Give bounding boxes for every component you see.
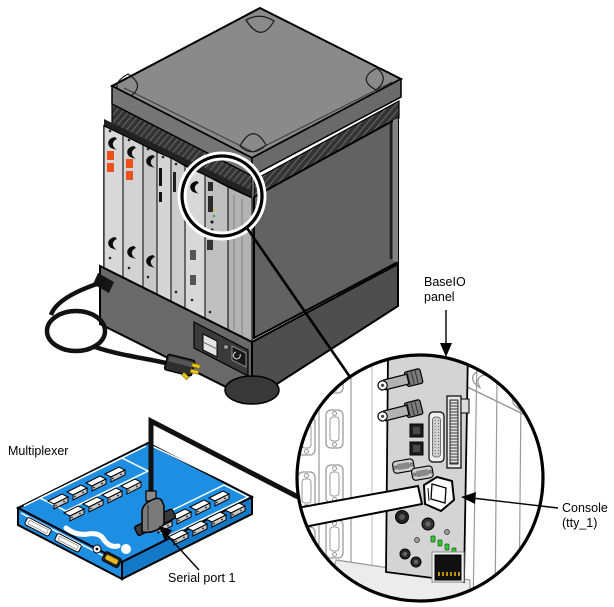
power-plug	[163, 353, 201, 381]
serial-ports-db9	[392, 458, 434, 481]
mux-front-connectors	[24, 517, 122, 568]
card-labels	[107, 151, 133, 180]
chassis-foot	[224, 375, 280, 405]
label-serial-port-1: Serial port 1	[168, 571, 236, 585]
server-chassis	[44, 6, 404, 405]
console-cable	[298, 484, 424, 530]
parallel-port	[428, 411, 445, 463]
chassis-right-face	[253, 116, 399, 340]
label-console: Console (tty_1)	[562, 501, 608, 531]
serial-port-arrow	[159, 526, 200, 571]
label-baseio-line1: BaseIO	[424, 275, 466, 289]
mux-logo-dot	[121, 544, 131, 554]
chassis-base	[99, 262, 399, 405]
lid-corner-pad	[365, 67, 384, 91]
multiplexer	[15, 441, 255, 581]
mux-logo-squiggle	[63, 525, 121, 549]
label-console-line2: (tty_1)	[562, 516, 598, 530]
zoom-leader-line	[245, 227, 352, 378]
label-baseio-line2: panel	[424, 290, 455, 304]
console-connector	[422, 475, 456, 513]
label-console-line1: Console	[562, 501, 608, 515]
scsi-connector	[446, 395, 470, 469]
mini-connectors	[409, 423, 424, 456]
baseio-panel	[375, 356, 470, 584]
lid-corner-pad	[245, 15, 275, 33]
baseio-arrow	[440, 310, 452, 357]
power-cord	[44, 273, 201, 381]
mux-db9	[101, 551, 122, 568]
ethernet-port	[431, 551, 465, 583]
console-arrow	[461, 492, 559, 509]
label-baseio-panel: BaseIO panel	[424, 275, 466, 305]
power-recess	[193, 321, 249, 377]
lid-corner-pad	[239, 133, 267, 153]
power-inlet	[231, 345, 247, 368]
cage-screws	[108, 129, 212, 314]
zoom-source-circle	[180, 154, 264, 238]
serial-cable	[148, 416, 300, 500]
serial-port-1-connector	[134, 490, 177, 536]
callout-circle	[295, 353, 545, 603]
io-card-connectors	[159, 168, 243, 336]
label-multiplexer: Multiplexer	[8, 444, 69, 458]
